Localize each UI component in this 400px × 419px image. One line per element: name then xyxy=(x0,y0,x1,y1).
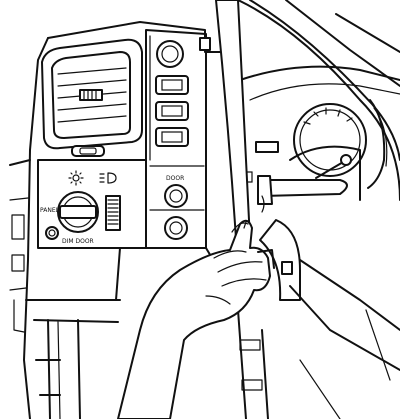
round-switch-upper xyxy=(164,184,188,208)
round-switch-lower xyxy=(164,216,188,240)
center-switch-panel: DOOR xyxy=(145,29,211,249)
multifunction-stalk xyxy=(237,171,348,213)
dashboard-housing xyxy=(9,21,233,419)
panel-bottom-label: DIM DOOR xyxy=(62,238,94,245)
panel-left-label: PANEL xyxy=(40,207,60,214)
panel-button xyxy=(45,226,59,240)
headlamp-knob xyxy=(57,191,99,233)
top-round-switch xyxy=(156,40,184,68)
dimmer-thumbwheel xyxy=(105,195,121,231)
headlamp-icon xyxy=(99,172,117,184)
switch-label: DOOR xyxy=(166,175,184,182)
indicator-lens xyxy=(71,145,105,157)
steering-wheel xyxy=(215,0,400,371)
parking-lamp-icon xyxy=(68,170,84,186)
headlamp-switch-panel: PANEL DIM DOOR xyxy=(37,159,147,249)
instrument-cluster xyxy=(239,65,400,201)
hand-and-arm xyxy=(117,219,275,419)
air-vent xyxy=(41,38,143,150)
